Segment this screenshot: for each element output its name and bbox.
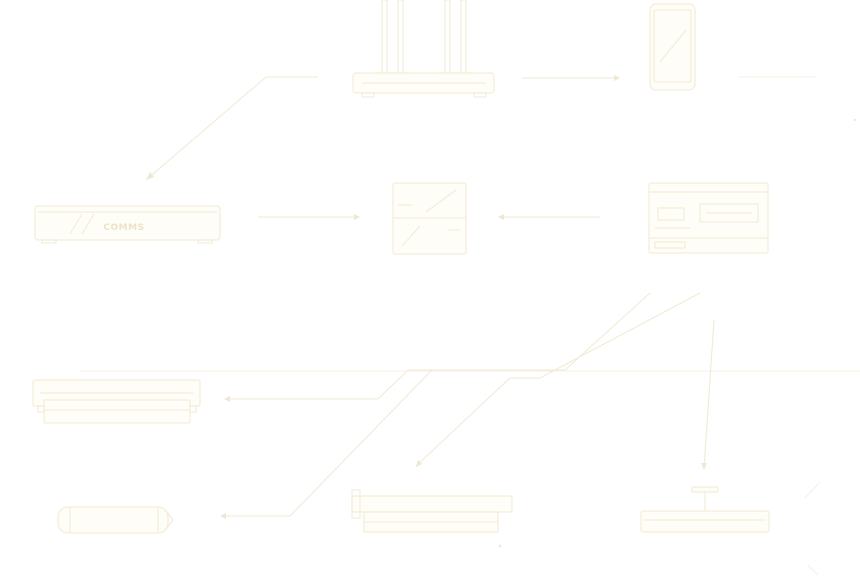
- connection-wires: [80, 75, 860, 576]
- router-device: [352, 0, 495, 98]
- wire-router-to-switch: [145, 76, 318, 181]
- rail-module-left-device: [32, 379, 201, 424]
- arrow-head: [354, 214, 360, 220]
- power-supply-device: [392, 182, 467, 255]
- wire-right-edge: [804, 481, 821, 576]
- network-switch-device: COMMS: [34, 205, 221, 244]
- junction-dot: [498, 544, 502, 548]
- control-unit-device: [648, 182, 769, 254]
- wire-to-cylinder: [222, 369, 433, 517]
- arrow-head: [416, 460, 422, 467]
- arrow-head: [220, 513, 226, 519]
- wire-control-to-center-rail: [415, 292, 701, 467]
- arrow-head: [146, 172, 154, 180]
- wire-control-to-t-mount: [703, 319, 715, 469]
- arrow-head: [614, 75, 620, 81]
- t-mount-rail-device: [640, 486, 770, 533]
- junction-dot: [853, 118, 857, 122]
- cylinder-terminal-device: [57, 506, 174, 534]
- smartphone-device: [649, 3, 696, 91]
- arrow-head: [701, 463, 707, 470]
- wire-control-to-left-rail: [226, 292, 651, 400]
- switch-label: COMMS: [103, 223, 144, 233]
- arrow-head: [224, 396, 230, 402]
- arrow-head: [498, 214, 504, 220]
- rail-module-center-device: [351, 489, 513, 533]
